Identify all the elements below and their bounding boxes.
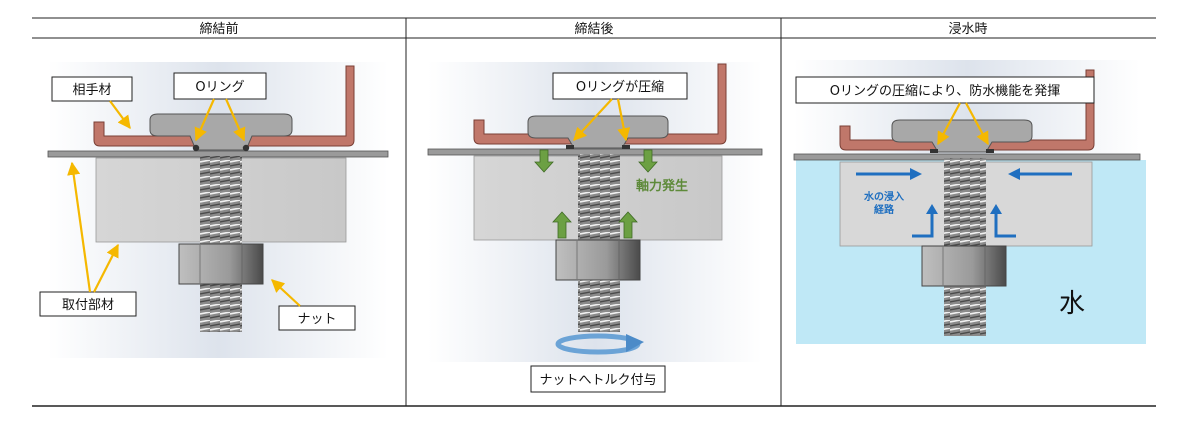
label-box-mating-part xyxy=(51,76,133,102)
leader-lines-panel2 xyxy=(573,98,631,142)
label-box-nut xyxy=(278,305,356,331)
leader-lines-panel1 xyxy=(67,98,301,307)
arrow-up-left xyxy=(552,211,572,239)
label-intrusion-line1: 水の浸入 xyxy=(863,190,904,203)
label-mounting-part: 取付部材 xyxy=(62,298,114,313)
header-before-fastening: 締結前 xyxy=(199,21,238,37)
label-oring: Oリング xyxy=(195,80,244,95)
label-axial-force: 軸力発生 xyxy=(636,178,688,194)
nut-3 xyxy=(921,245,1007,287)
water-intrusion-arrows xyxy=(856,172,1072,238)
oring-left xyxy=(192,144,200,152)
mating-part-3 xyxy=(839,69,1095,151)
label-nut-torque: ナットへトルク付与 xyxy=(539,373,656,388)
label-nut: ナット xyxy=(297,312,336,327)
washer-head xyxy=(149,113,293,151)
washer-head-3 xyxy=(891,119,1033,153)
nut xyxy=(178,243,264,285)
oring-right-3 xyxy=(986,149,994,153)
nut-2 xyxy=(555,239,641,281)
label-box-nut-torque xyxy=(530,365,666,393)
panel-immersion xyxy=(793,60,1146,344)
mating-part-2 xyxy=(473,63,727,145)
header-after-fastening: 締結後 xyxy=(574,21,613,37)
label-water: 水 xyxy=(1059,289,1085,319)
label-box-mounting-part xyxy=(39,291,137,317)
panel-before xyxy=(47,62,389,358)
leader-lines-panel3 xyxy=(937,102,989,146)
table-frame xyxy=(32,17,1156,407)
washer-head-2 xyxy=(527,115,669,149)
arrow-up-right xyxy=(618,211,638,239)
arrow-down-right xyxy=(638,149,658,173)
water-arrowheads xyxy=(910,168,1020,214)
oring-right-2 xyxy=(622,145,630,149)
header-water-immersion: 浸水時 xyxy=(948,22,987,37)
panel-after xyxy=(427,62,763,362)
oring-left-3 xyxy=(930,149,938,153)
label-box-oring xyxy=(173,72,267,100)
label-intrusion-line2: 経路 xyxy=(874,203,895,216)
label-waterproof: Oリングの圧縮により、防水機能を発揮 xyxy=(830,83,1060,99)
oring-right xyxy=(242,144,250,152)
label-mating-part: 相手材 xyxy=(72,83,111,98)
label-oring-compressed: Oリングが圧縮 xyxy=(576,79,664,95)
label-box-oring-compressed xyxy=(552,72,688,100)
label-box-waterproof xyxy=(795,76,1095,104)
oring-left-2 xyxy=(566,145,574,149)
torque-arrow-icon xyxy=(555,333,644,355)
arrow-down-left xyxy=(534,149,554,173)
compression-arrows xyxy=(534,149,658,239)
mating-part xyxy=(93,65,355,147)
